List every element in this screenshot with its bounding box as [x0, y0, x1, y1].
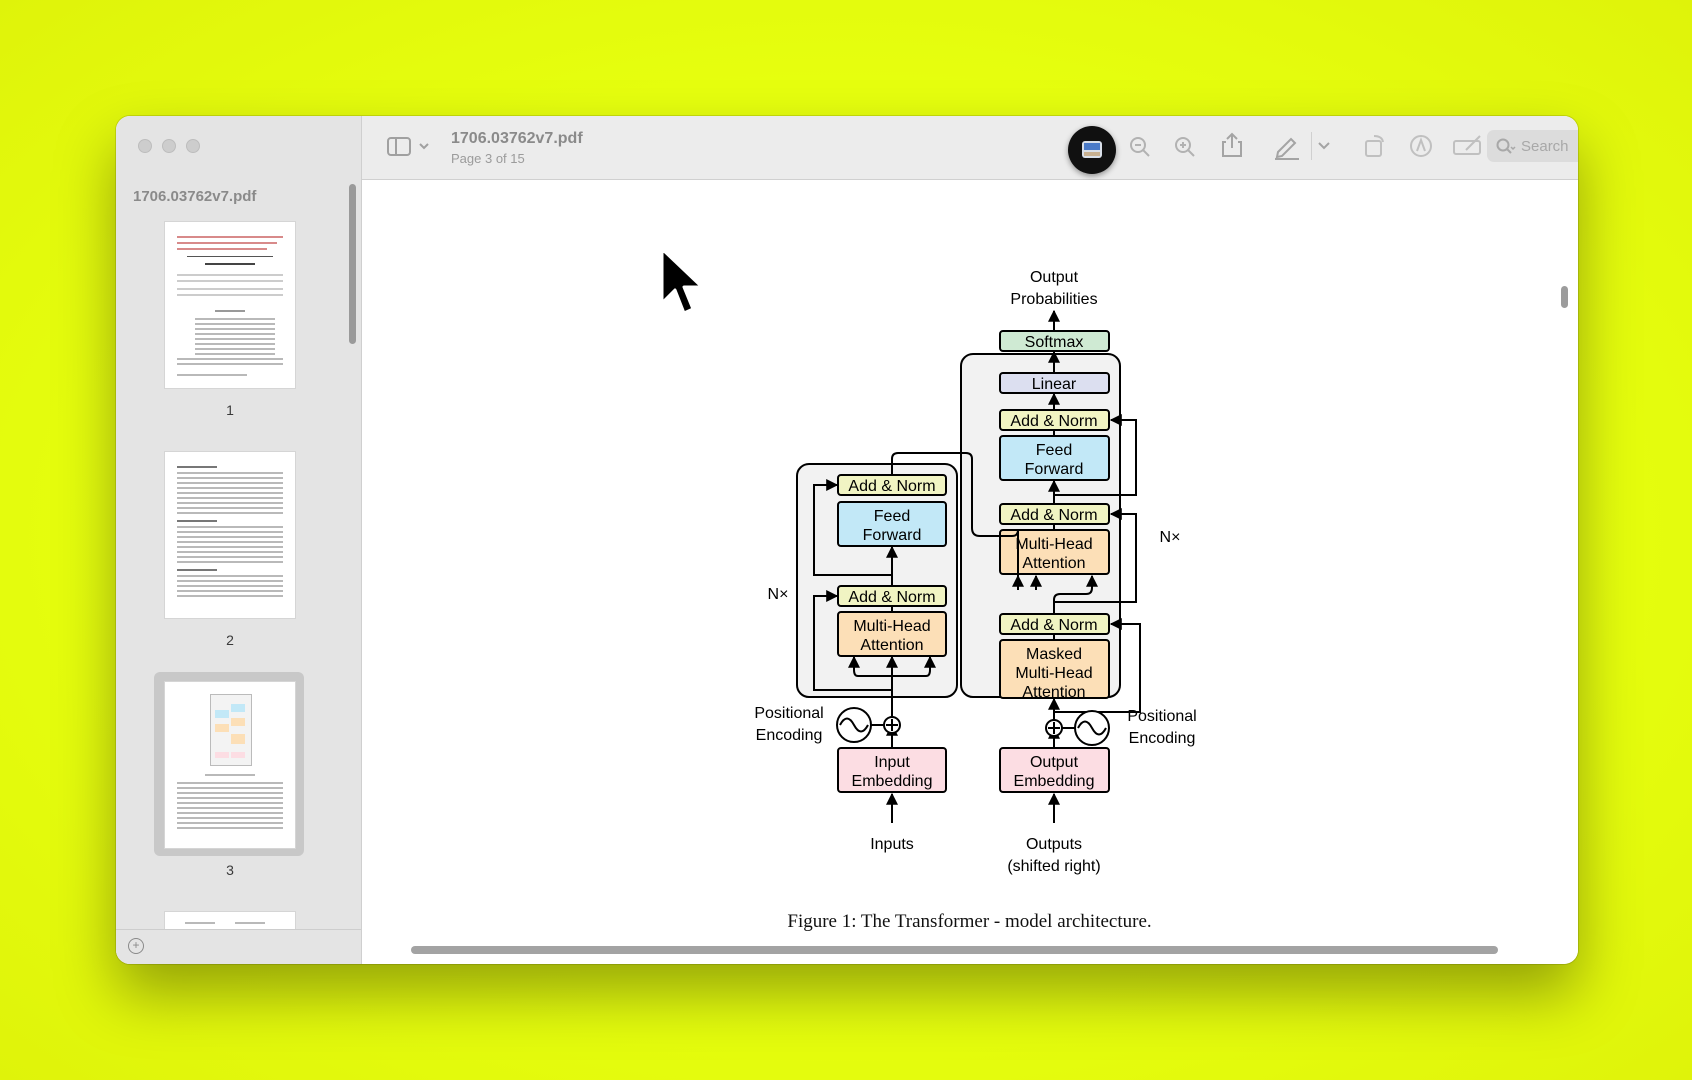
input-embedding-label-2: Embedding — [852, 773, 933, 790]
decoder-add-norm-bottom — [999, 613, 1110, 635]
decoder-masked-label-1: Masked — [1026, 646, 1082, 663]
document-view[interactable]: Add & Norm Feed Forward Add & Norm Multi… — [362, 180, 1578, 964]
window-controls — [138, 139, 200, 153]
vertical-scrollbar[interactable] — [1561, 286, 1568, 308]
page-thumbnail-2[interactable] — [165, 452, 295, 618]
page-thumbnail-1[interactable] — [165, 222, 295, 388]
document-title: 1706.03762v7.pdf — [451, 130, 583, 147]
zoom-window-button[interactable] — [186, 139, 200, 153]
decoder-add-norm-top — [999, 409, 1110, 431]
decoder-nx-label: N× — [1160, 529, 1181, 546]
softmax-label: Softmax — [1025, 334, 1084, 351]
page-thumbnail-label: 3 — [226, 862, 234, 878]
decoder-ff-label-1: Feed — [1036, 442, 1072, 459]
thumbnail-sidebar: 1706.03762v7.pdf 1 — [116, 116, 362, 964]
transformer-figure: Add & Norm Feed Forward Add & Norm Multi… — [754, 269, 1196, 875]
markup-pen-icon[interactable] — [1272, 132, 1302, 160]
figure-caption: Figure 1: The Transformer - model archit… — [787, 911, 1152, 932]
zoom-out-icon[interactable] — [1127, 134, 1153, 160]
search-field[interactable]: Search — [1487, 130, 1578, 162]
encoder-pos-enc-label-1: Positional — [754, 705, 823, 722]
output-embedding-label-2: Embedding — [1014, 773, 1095, 790]
sidebar-document-title: 1706.03762v7.pdf — [133, 188, 257, 205]
encoder-mha-label-1: Multi-Head — [853, 618, 930, 635]
page-thumbnail-3[interactable] — [165, 682, 295, 848]
decoder-mha-label-2: Attention — [1022, 555, 1085, 572]
decoder-add-norm-top-label: Add & Norm — [1010, 413, 1097, 430]
encoder-ff-label-1: Feed — [874, 508, 910, 525]
search-placeholder: Search — [1521, 138, 1569, 155]
preview-window: 1706.03762v7.pdf 1 — [116, 116, 1578, 964]
decoder-add-norm-bottom-label: Add & Norm — [1010, 617, 1097, 634]
page-indicator: Page 3 of 15 — [451, 151, 525, 166]
minimize-window-button[interactable] — [162, 139, 176, 153]
encoder-add-norm-top-label: Add & Norm — [848, 478, 935, 495]
output-embedding-label-1: Output — [1030, 754, 1079, 771]
output-probs-label-1: Output — [1030, 269, 1079, 286]
sidebar-toggle-icon[interactable] — [387, 136, 435, 158]
outputs-label-2: (shifted right) — [1007, 858, 1100, 875]
add-icon[interactable]: + — [128, 938, 144, 954]
sidebar-footer: + — [116, 929, 361, 964]
encoder-ff-label-2: Forward — [863, 527, 922, 544]
rotate-icon[interactable] — [1362, 132, 1388, 160]
encoder-add-norm-bottom-label: Add & Norm — [848, 589, 935, 606]
search-icon — [1496, 138, 1516, 154]
horizontal-scrollbar[interactable] — [411, 946, 1498, 954]
decoder-pos-enc-label-2: Encoding — [1129, 730, 1196, 747]
encoder-nx-label: N× — [768, 586, 789, 603]
page-thumbnail-label: 1 — [226, 402, 234, 418]
decoder-mha-label-1: Multi-Head — [1015, 536, 1092, 553]
inputs-label: Inputs — [870, 836, 914, 853]
toolbar: 1706.03762v7.pdf Page 3 of 15 — [362, 116, 1578, 180]
encoder-mha-label-2: Attention — [860, 637, 923, 654]
screen-mirroring-button[interactable] — [1068, 126, 1116, 174]
decoder-ff-label-2: Forward — [1025, 461, 1084, 478]
decoder-add-norm-mid-label: Add & Norm — [1010, 507, 1097, 524]
sidebar-scrollbar[interactable] — [349, 184, 356, 344]
zoom-in-icon[interactable] — [1172, 134, 1198, 160]
markup-icon[interactable] — [1408, 132, 1436, 160]
mouse-cursor-icon — [660, 247, 704, 315]
decoder-masked-label-2: Multi-Head — [1015, 665, 1092, 682]
linear-label: Linear — [1032, 376, 1077, 393]
close-window-button[interactable] — [138, 139, 152, 153]
decoder-masked-label-3: Attention — [1022, 684, 1085, 701]
share-icon[interactable] — [1220, 131, 1244, 159]
page-thumbnail-label: 2 — [226, 632, 234, 648]
input-embedding — [837, 747, 947, 793]
output-embedding — [999, 747, 1110, 793]
encoder-stack — [796, 463, 958, 698]
decoder-add-norm-mid — [999, 503, 1110, 525]
screenshot-icon — [1082, 141, 1102, 158]
encoder-pos-enc-label-2: Encoding — [756, 727, 823, 744]
input-embedding-label-1: Input — [874, 754, 910, 771]
decoder-pos-enc-label-1: Positional — [1127, 708, 1196, 725]
outputs-label-1: Outputs — [1026, 836, 1082, 853]
page-thumbnail-4[interactable] — [165, 912, 295, 932]
form-fill-icon[interactable] — [1452, 132, 1484, 160]
output-probs-label-2: Probabilities — [1010, 291, 1097, 308]
toolbar-divider — [1311, 132, 1312, 160]
chevron-down-icon[interactable] — [1317, 140, 1331, 152]
